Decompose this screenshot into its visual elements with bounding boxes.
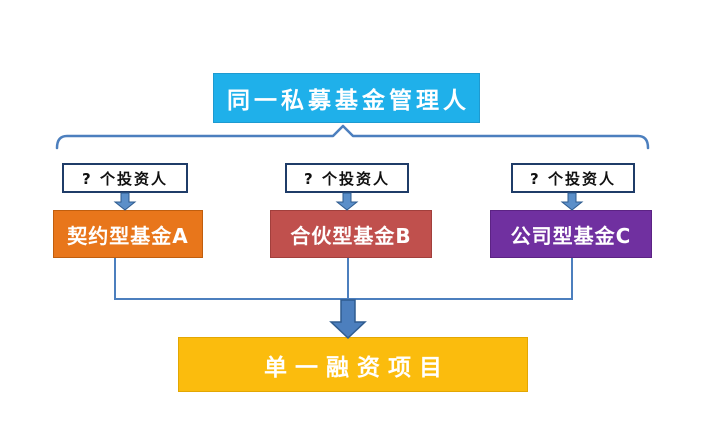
root-node-fund-manager: 同一私募基金管理人 [213, 73, 480, 123]
down-arrow-icon [335, 192, 359, 211]
merge-lines [114, 258, 573, 300]
brace-shape [55, 124, 650, 150]
down-arrow-icon [113, 192, 137, 211]
investor-count-box-2: ? 个投资人 [285, 163, 409, 193]
big-down-arrow-icon [329, 299, 367, 340]
result-node-financing-project: 单一融资项目 [178, 337, 528, 392]
investor-count-box-1: ? 个投资人 [62, 163, 188, 193]
fund-node-contractual-a: 契约型基金A [53, 210, 203, 258]
down-arrow-icon [560, 192, 584, 211]
fund-node-partnership-b: 合伙型基金B [270, 210, 432, 258]
investor-count-box-3: ? 个投资人 [511, 163, 635, 193]
fund-node-corporate-c: 公司型基金C [490, 210, 652, 258]
